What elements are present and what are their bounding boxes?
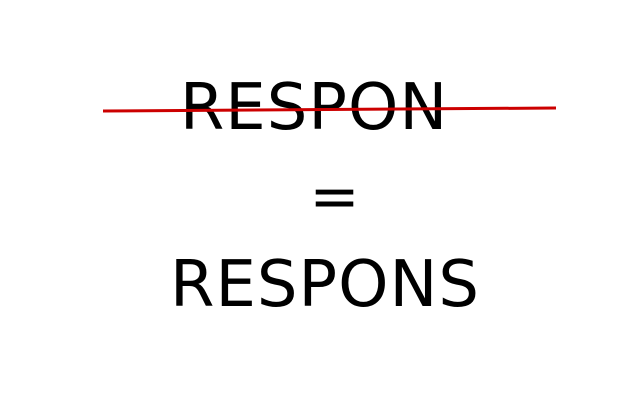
equals-sign: = <box>309 162 361 232</box>
incorrect-word: RESPON <box>179 71 449 145</box>
correct-word: RESPONS <box>170 248 480 322</box>
